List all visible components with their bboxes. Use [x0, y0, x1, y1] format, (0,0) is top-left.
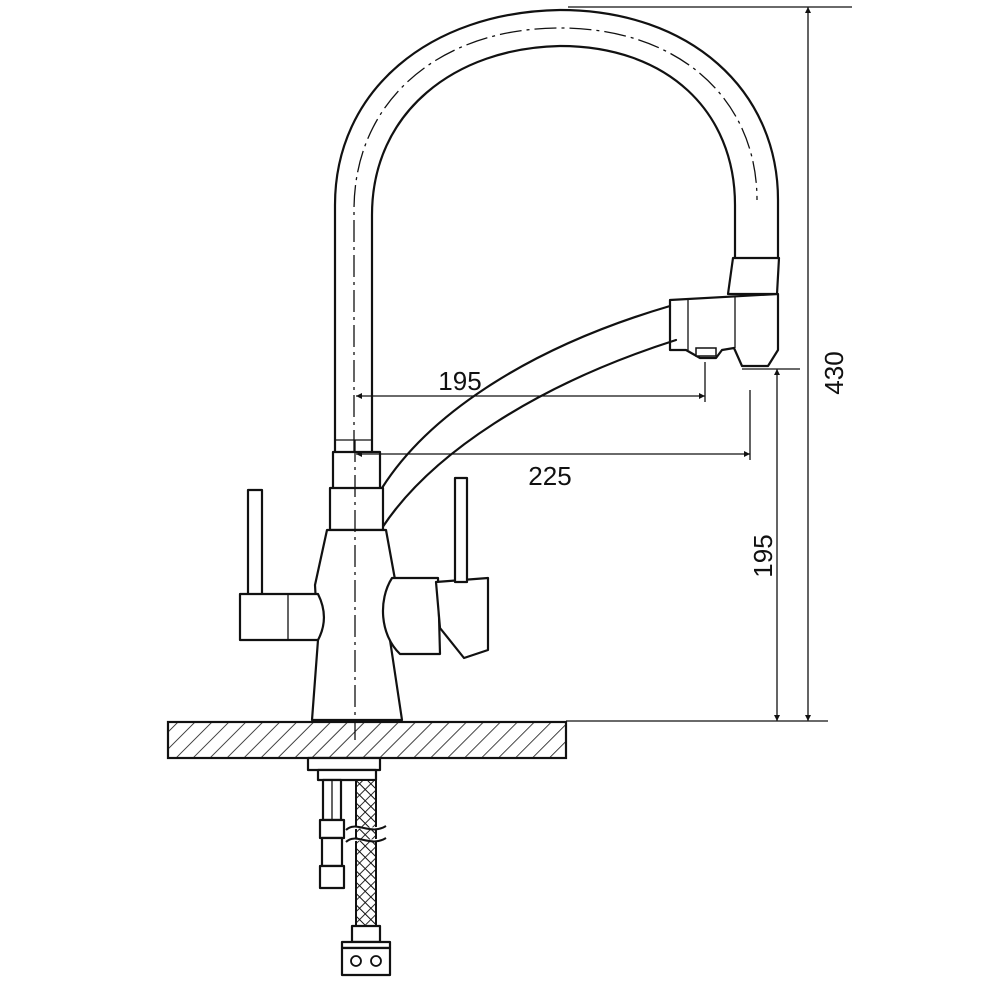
dim-label-spout-reach-outer: 225	[528, 461, 571, 491]
dim-label-outlet-height: 195	[748, 534, 778, 577]
countertop	[166, 720, 568, 760]
supply-hose-right	[340, 779, 392, 977]
right-lever	[381, 476, 490, 660]
left-lever	[238, 488, 326, 642]
mounting-shank	[306, 756, 382, 782]
spray-head	[668, 256, 781, 368]
dim-label-spout-reach-inner: 195	[438, 366, 481, 396]
supply-tube-left	[318, 778, 346, 890]
filtered-water-spout	[380, 304, 678, 530]
dim-label-overall-height: 430	[819, 351, 849, 394]
gooseneck-spout	[333, 8, 780, 454]
dimension-lines	[356, 6, 852, 722]
faucet-body	[310, 450, 404, 722]
